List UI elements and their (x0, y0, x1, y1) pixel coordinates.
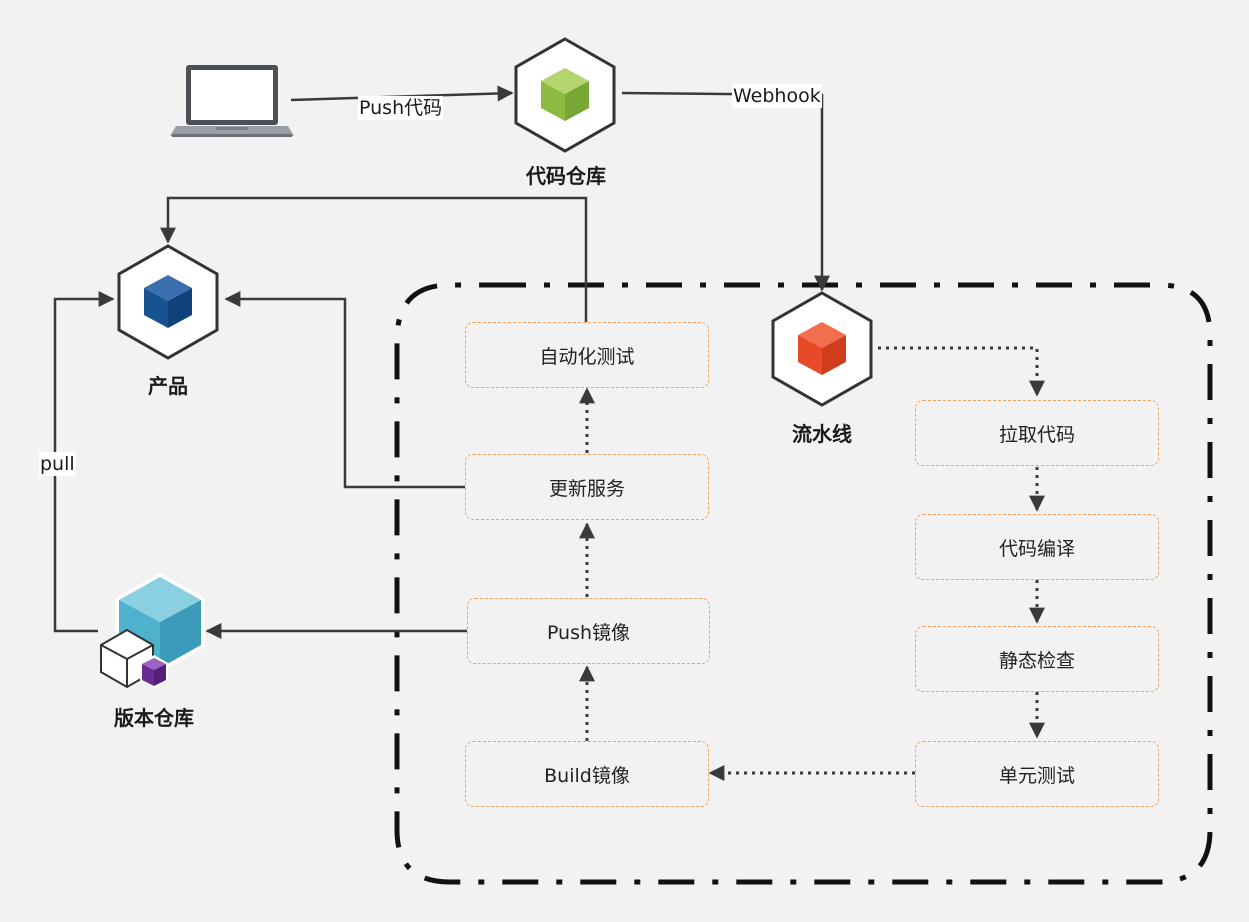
node-label-code-repo: 代码仓库 (526, 164, 606, 188)
step-push-image: Push镜像 (467, 598, 710, 664)
arrow-autotest-to-product (160, 196, 588, 322)
edge-label-pull: pull (39, 452, 76, 476)
arrow-pipeline-to-pull-code (878, 346, 1045, 397)
pipeline-boundary (394, 282, 1213, 885)
step-build-image: Build镜像 (465, 741, 709, 807)
pipeline-cube-icon (771, 291, 873, 407)
node-label-product: 产品 (148, 374, 188, 398)
edge-label-push-code: Push代码 (358, 96, 444, 120)
step-compile-code: 代码编译 (915, 514, 1159, 580)
node-label-version-repo: 版本仓库 (114, 706, 194, 730)
arrow-webhook (621, 91, 830, 292)
node-label-pipeline: 流水线 (792, 422, 852, 446)
arrow-update-to-product (224, 291, 465, 489)
edge-label-webhook: Webhook (732, 84, 822, 108)
step-auto-test: 自动化测试 (465, 322, 709, 388)
code-repo-cube-icon (514, 37, 616, 153)
version-repo-cubes-icon (100, 573, 205, 689)
step-static-check: 静态检查 (915, 626, 1159, 692)
step-update-service: 更新服务 (465, 454, 709, 520)
product-cube-icon (117, 244, 219, 360)
laptop-icon (170, 65, 294, 137)
step-pull-code: 拉取代码 (915, 400, 1159, 466)
step-unit-test: 单元测试 (915, 741, 1159, 807)
